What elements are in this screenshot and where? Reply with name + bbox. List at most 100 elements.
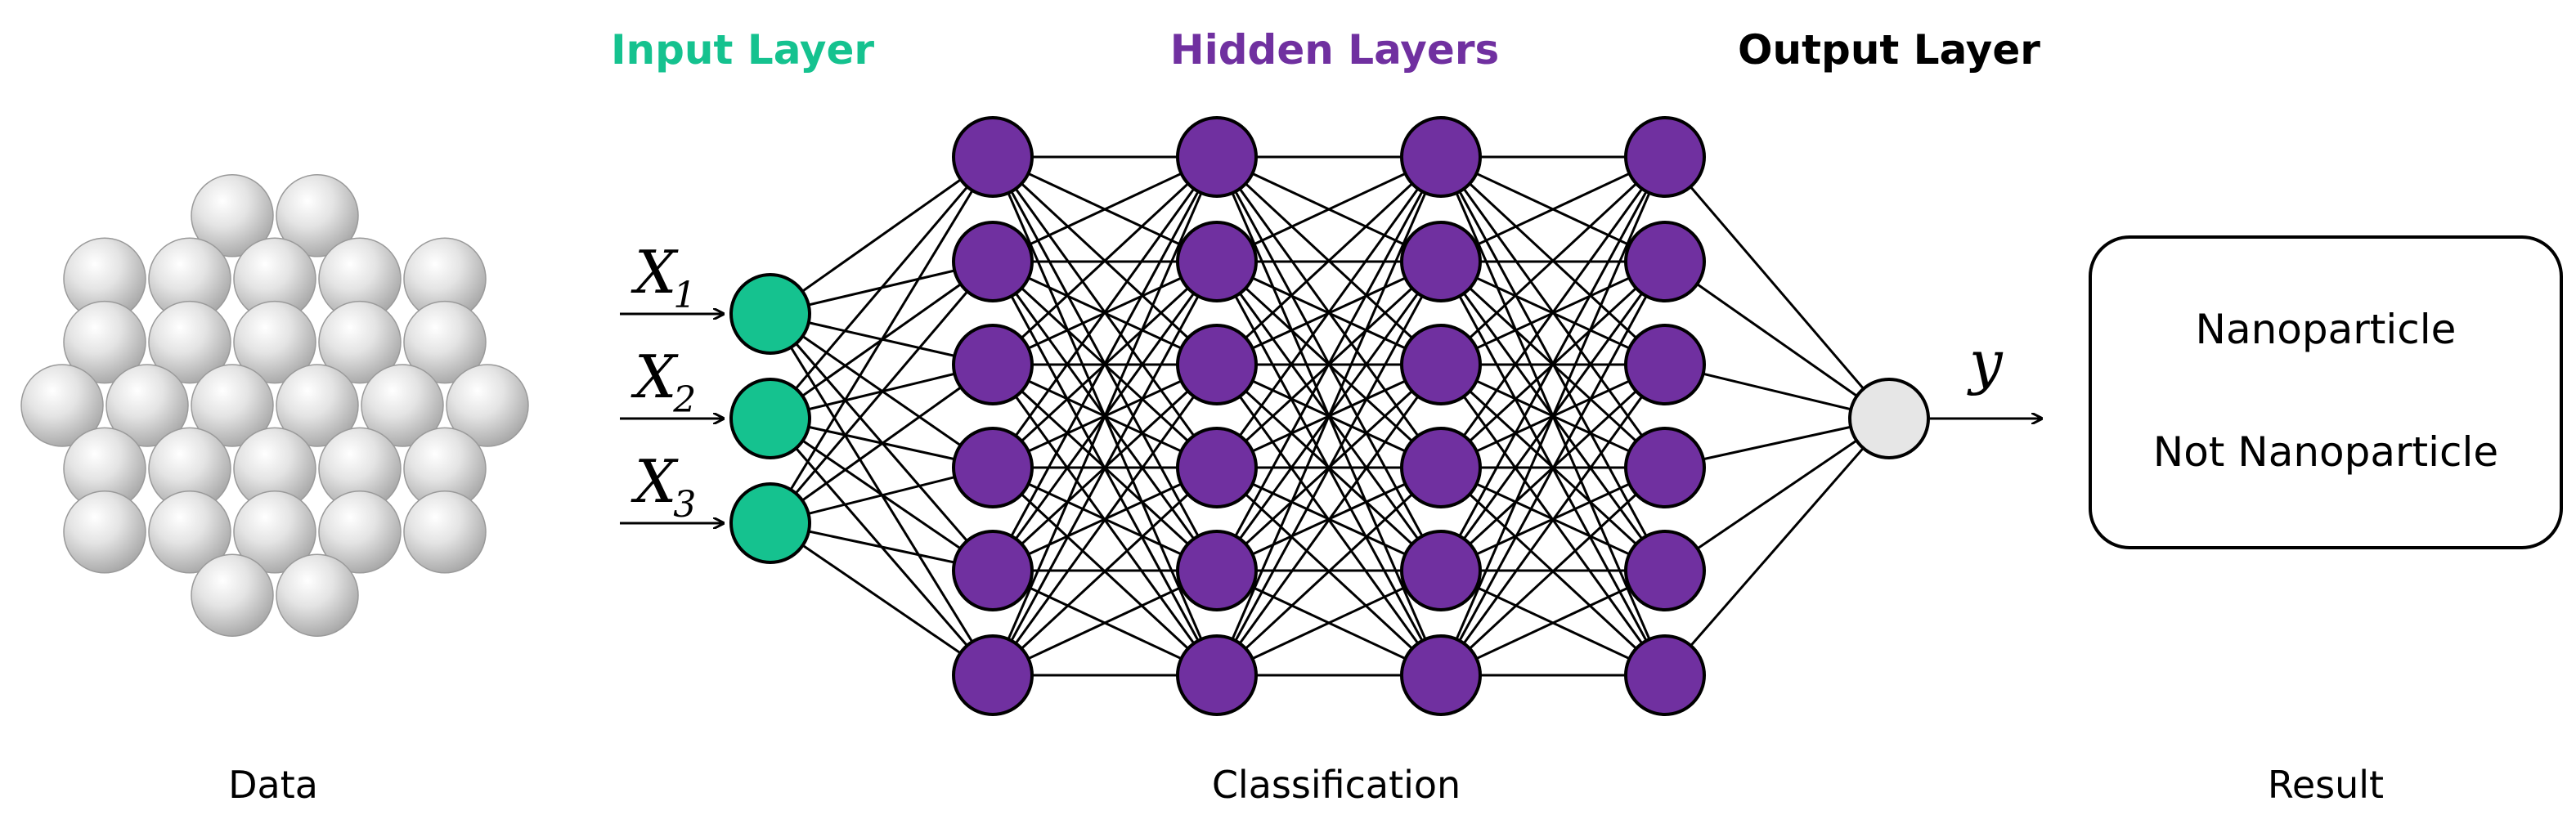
- connection-l1-5-to-2: [991, 364, 1218, 676]
- cluster-sphere: [191, 364, 274, 447]
- connection-l3-5-to-0: [1439, 156, 1667, 676]
- hidden-node-l1-2: [952, 221, 1034, 302]
- cluster-sphere: [361, 364, 444, 447]
- result-option-nanoparticle: Nanoparticle: [2196, 306, 2457, 353]
- hidden-node-l3-4: [1400, 427, 1482, 508]
- caption-data: Data: [228, 763, 318, 807]
- connection-l4-0-to-0: [1663, 156, 1891, 419]
- connection-l0-2-to-5: [770, 522, 994, 677]
- cluster-sphere: [63, 300, 146, 384]
- connection-l1-5-to-4: [992, 569, 1218, 677]
- hidden-node-l3-6: [1400, 634, 1482, 716]
- hidden-node-l2-5: [1176, 530, 1258, 611]
- connection-l1-1-to-0: [992, 155, 1218, 263]
- connection-l0-0-to-0: [770, 155, 994, 316]
- hidden-node-l3-3: [1400, 324, 1482, 405]
- input-node-2: [729, 378, 811, 459]
- hidden-node-l4-1: [1624, 116, 1706, 198]
- cluster-sphere: [191, 553, 274, 637]
- connection-l0-2-to-1: [769, 261, 994, 524]
- connection-l2-2-to-0: [1215, 155, 1443, 366]
- connection-l3-4-to-0: [1439, 156, 1667, 571]
- result-option-not-nanoparticle: Not Nanoparticle: [2153, 428, 2498, 476]
- connection-l3-5-to-4: [1440, 569, 1666, 677]
- output-node: [1848, 378, 1930, 459]
- output-label-y: y: [1967, 328, 2004, 396]
- connection-l2-5-to-1: [1215, 261, 1443, 676]
- input-node-3: [729, 482, 811, 564]
- connection-l1-4-to-0: [991, 156, 1218, 571]
- caption-classification: Classification: [1212, 763, 1461, 807]
- connection-l1-3-to-0: [991, 156, 1218, 468]
- hidden-node-l2-1: [1176, 116, 1258, 198]
- cluster-sphere: [233, 490, 316, 574]
- network-nodes: [729, 116, 1930, 716]
- cluster-sphere: [318, 490, 402, 574]
- cluster-sphere: [276, 174, 359, 258]
- hidden-node-l2-2: [1176, 221, 1258, 302]
- output-layer-heading: Output Layer: [1738, 26, 2040, 74]
- input-label-x3: X3: [631, 447, 696, 526]
- hidden-node-l4-4: [1624, 427, 1706, 508]
- hidden-node-l4-2: [1624, 221, 1706, 302]
- hidden-node-l1-4: [952, 427, 1034, 508]
- connection-l0-2-to-2: [770, 363, 994, 525]
- result-box: [2089, 235, 2563, 549]
- hidden-node-l2-6: [1176, 634, 1258, 716]
- connection-l1-5-to-0: [991, 156, 1218, 676]
- cluster-sphere: [276, 553, 359, 637]
- hidden-node-l4-5: [1624, 530, 1706, 611]
- connection-l1-5-to-3: [991, 466, 1218, 677]
- input-arrows: [620, 314, 723, 523]
- hidden-node-l3-2: [1400, 221, 1482, 302]
- connection-l2-5-to-2: [1215, 364, 1443, 676]
- input-node-1: [729, 273, 811, 355]
- hidden-node-l4-6: [1624, 634, 1706, 716]
- connection-l2-4-to-0: [1215, 156, 1443, 571]
- hidden-node-l1-5: [952, 530, 1034, 611]
- connection-l2-5-to-0: [1215, 156, 1443, 676]
- connection-l2-1-to-0: [1216, 155, 1442, 263]
- connection-l3-1-to-0: [1440, 155, 1666, 263]
- cluster-sphere: [318, 300, 402, 384]
- cluster-sphere: [233, 300, 316, 384]
- connection-l1-5-to-1: [991, 261, 1218, 676]
- connection-l0-2-to-0: [769, 156, 994, 524]
- hidden-node-l3-5: [1400, 530, 1482, 611]
- cluster-sphere: [403, 300, 487, 384]
- cluster-sphere: [148, 300, 231, 384]
- cluster-sphere: [191, 174, 274, 258]
- hidden-node-l1-6: [952, 634, 1034, 716]
- connection-l3-5-to-3: [1439, 466, 1667, 677]
- connection-l2-5-to-4: [1216, 569, 1442, 677]
- connection-l3-5-to-2: [1439, 364, 1667, 676]
- connection-l2-5-to-3: [1215, 466, 1443, 677]
- connection-l4-1-to-0: [1664, 260, 1890, 420]
- cluster-sphere: [105, 364, 189, 447]
- network-connections: [769, 155, 1891, 677]
- connection-l4-5-to-0: [1663, 418, 1891, 676]
- caption-result: Result: [2268, 763, 2384, 807]
- connection-l3-5-to-1: [1439, 261, 1667, 676]
- nanoparticle-cluster-image: [20, 174, 529, 637]
- input-label-x1: X1: [631, 238, 696, 316]
- connection-l3-3-to-0: [1439, 156, 1667, 468]
- connection-l2-3-to-0: [1215, 156, 1443, 468]
- hidden-node-l3-1: [1400, 116, 1482, 198]
- connection-l1-2-to-0: [991, 155, 1218, 366]
- connection-l0-1-to-0: [769, 156, 994, 419]
- cluster-sphere: [446, 364, 529, 447]
- cluster-sphere: [403, 490, 487, 574]
- input-label-x2: X2: [631, 343, 696, 421]
- hidden-node-l1-3: [952, 324, 1034, 405]
- cluster-sphere: [20, 364, 104, 447]
- hidden-node-l1-1: [952, 116, 1034, 198]
- hidden-node-l4-3: [1624, 324, 1706, 405]
- connection-l4-4-to-0: [1664, 417, 1890, 572]
- hidden-node-l2-4: [1176, 427, 1258, 508]
- cluster-sphere: [276, 364, 359, 447]
- connection-l3-2-to-0: [1439, 155, 1667, 366]
- hidden-layers-heading: Hidden Layers: [1170, 26, 1499, 74]
- input-layer-heading: Input Layer: [611, 26, 874, 74]
